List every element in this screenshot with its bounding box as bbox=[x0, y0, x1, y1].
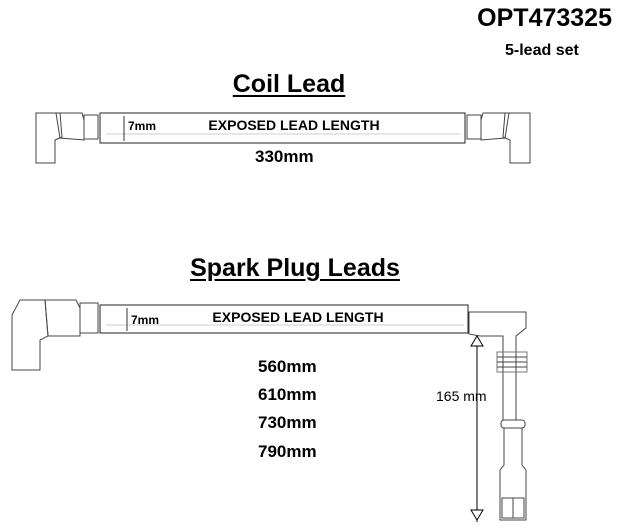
coil-right-boot bbox=[502, 112, 531, 164]
set-description: 5-lead set bbox=[505, 42, 579, 59]
coil-left-boot bbox=[35, 112, 63, 164]
coil-lead-drawing bbox=[35, 112, 531, 164]
spark-length-4: 790mm bbox=[258, 442, 317, 461]
spark-lead-tube bbox=[99, 304, 469, 334]
coil-length: 330mm bbox=[255, 147, 314, 166]
boot-length-label: 165 mm bbox=[436, 388, 487, 404]
spark-leads-heading: Spark Plug Leads bbox=[190, 254, 400, 282]
part-number: OPT473325 bbox=[477, 4, 612, 32]
coil-lead-tube bbox=[99, 112, 466, 144]
coil-lead-heading: Coil Lead bbox=[232, 70, 346, 98]
boot-length-dimension bbox=[470, 335, 484, 522]
spark-length-1: 560mm bbox=[258, 357, 317, 376]
spark-diameter-label: 7mm bbox=[131, 313, 160, 327]
spark-length-3: 730mm bbox=[258, 413, 317, 432]
spark-exposed-label: EXPOSED LEAD LENGTH bbox=[212, 309, 384, 325]
coil-diameter-label: 7mm bbox=[128, 119, 157, 133]
spark-length-2: 610mm bbox=[258, 385, 317, 404]
spark-left-boot bbox=[11, 299, 49, 371]
spark-lead-drawing bbox=[11, 299, 528, 521]
coil-exposed-label: EXPOSED LEAD LENGTH bbox=[208, 117, 380, 133]
